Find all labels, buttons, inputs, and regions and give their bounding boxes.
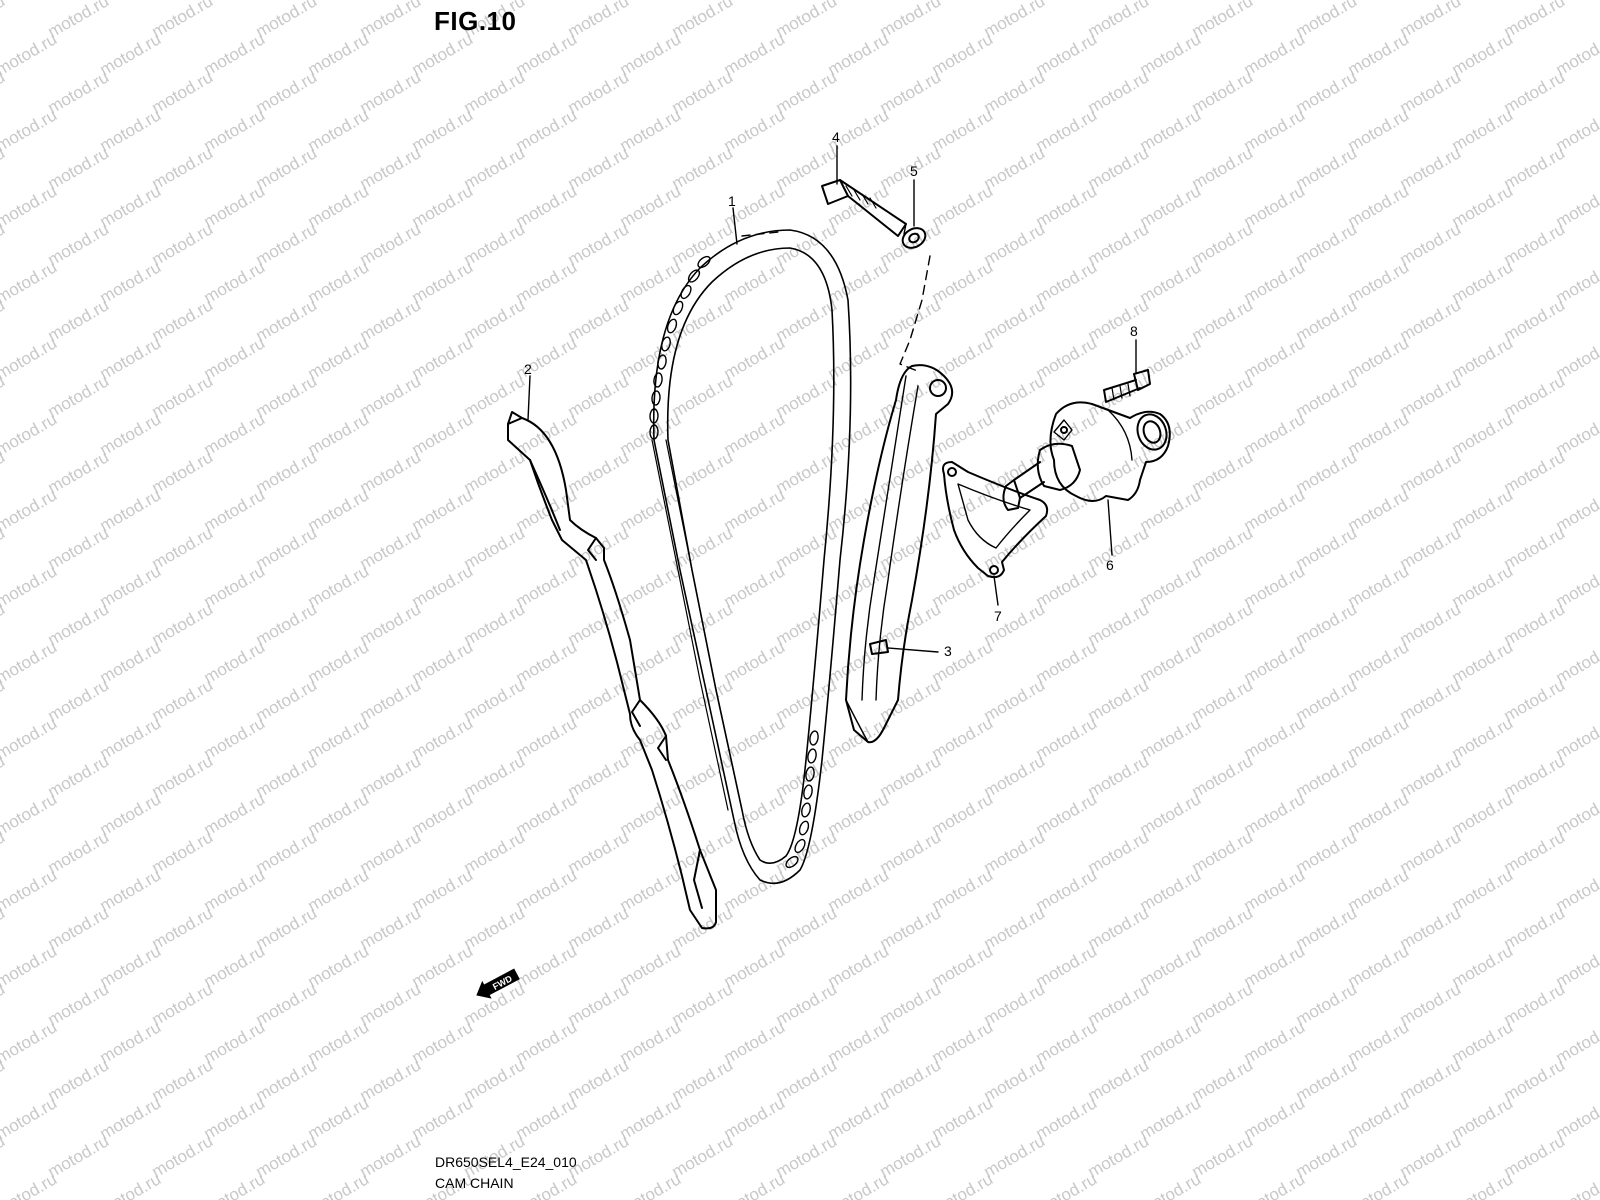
tensioner-gasket [942,461,1049,579]
assembly-line [899,255,931,373]
callout-7: 7 [994,608,1002,624]
callout-2: 2 [524,361,532,377]
callout-1: 1 [728,193,736,209]
callout-3: 3 [944,643,952,659]
callout-6: 6 [1106,557,1114,573]
leader-line-2 [527,375,531,421]
figure-title: FIG.10 [434,6,517,36]
callout-4: 4 [832,129,840,145]
chain-tensioner-adjuster [1002,401,1171,511]
leader-line-3 [887,647,939,653]
leader-line-6 [1107,499,1113,556]
figure-caption: CAM CHAIN [435,1175,514,1191]
figure-code: DR650SEL4_E24_010 [435,1154,577,1170]
fwd-arrow-icon: FWD [476,968,520,999]
callout-8: 8 [1130,323,1138,339]
leader-line-1 [732,207,738,245]
chain-guide-front [507,411,717,930]
cam-chain [649,229,852,885]
adjuster-bolt [1103,369,1151,403]
tensioner-guide-bolt [821,179,907,237]
callout-5: 5 [910,163,918,179]
leader-line-7 [993,575,999,606]
chain-tensioner-guide [845,364,954,744]
